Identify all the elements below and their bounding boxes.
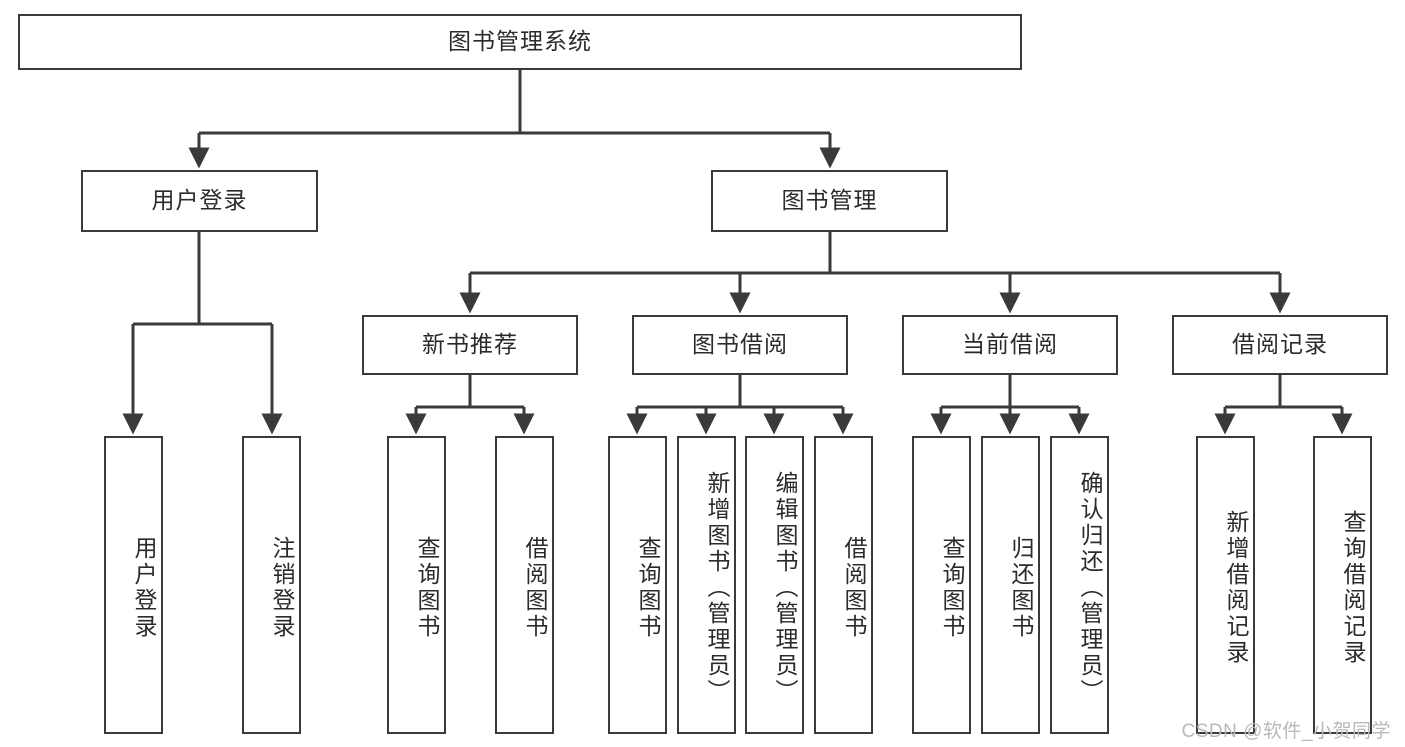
leaf-borrow-query-book[interactable]: 查询图书 bbox=[608, 436, 667, 734]
node-label: 借阅图书 bbox=[522, 536, 548, 640]
node-label: 新增借阅记录 bbox=[1223, 510, 1249, 666]
node-borrow-record[interactable]: 借阅记录 bbox=[1172, 315, 1388, 375]
leaf-borrow-edit-book-admin[interactable]: 编辑图书（管理员） bbox=[745, 436, 804, 734]
leaf-borrow-borrow-book[interactable]: 借阅图书 bbox=[814, 436, 873, 734]
leaf-new-book-borrow[interactable]: 借阅图书 bbox=[495, 436, 554, 734]
node-label: 用户登录 bbox=[151, 187, 248, 214]
node-book-borrow[interactable]: 图书借阅 bbox=[632, 315, 848, 375]
node-user-login[interactable]: 用户登录 bbox=[81, 170, 318, 232]
node-label: 借阅图书 bbox=[841, 536, 867, 640]
node-new-book-recommend[interactable]: 新书推荐 bbox=[362, 315, 578, 375]
node-label: 查询图书 bbox=[635, 536, 661, 640]
leaf-current-confirm-return-admin[interactable]: 确认归还（管理员） bbox=[1050, 436, 1109, 734]
node-label: 借阅记录 bbox=[1232, 331, 1328, 358]
leaf-user-login-logout[interactable]: 注销登录 bbox=[242, 436, 301, 734]
node-label: 用户登录 bbox=[131, 536, 157, 640]
node-label: 新增图书（管理员） bbox=[704, 471, 730, 705]
node-label: 查询图书 bbox=[414, 536, 440, 640]
node-label: 图书管理系统 bbox=[448, 28, 592, 55]
node-label: 图书管理 bbox=[781, 187, 878, 214]
node-current-borrow[interactable]: 当前借阅 bbox=[902, 315, 1118, 375]
node-root-book-management-system[interactable]: 图书管理系统 bbox=[18, 14, 1022, 70]
leaf-user-login-login[interactable]: 用户登录 bbox=[104, 436, 163, 734]
node-label: 查询图书 bbox=[939, 536, 965, 640]
leaf-current-return-book[interactable]: 归还图书 bbox=[981, 436, 1040, 734]
node-label: 当前借阅 bbox=[962, 331, 1058, 358]
node-label: 归还图书 bbox=[1008, 536, 1034, 640]
node-label: 注销登录 bbox=[269, 536, 295, 640]
node-book-management[interactable]: 图书管理 bbox=[711, 170, 948, 232]
leaf-record-query-record[interactable]: 查询借阅记录 bbox=[1313, 436, 1372, 734]
node-label: 图书借阅 bbox=[692, 331, 788, 358]
watermark-text: CSDN @软件_小贺同学 bbox=[1181, 721, 1391, 742]
leaf-borrow-add-book-admin[interactable]: 新增图书（管理员） bbox=[677, 436, 736, 734]
leaf-new-book-query[interactable]: 查询图书 bbox=[387, 436, 446, 734]
node-label: 确认归还（管理员） bbox=[1077, 471, 1103, 705]
node-label: 查询借阅记录 bbox=[1340, 510, 1366, 666]
node-label: 编辑图书（管理员） bbox=[772, 471, 798, 705]
leaf-current-query-book[interactable]: 查询图书 bbox=[912, 436, 971, 734]
leaf-record-add-record[interactable]: 新增借阅记录 bbox=[1196, 436, 1255, 734]
node-label: 新书推荐 bbox=[422, 331, 518, 358]
